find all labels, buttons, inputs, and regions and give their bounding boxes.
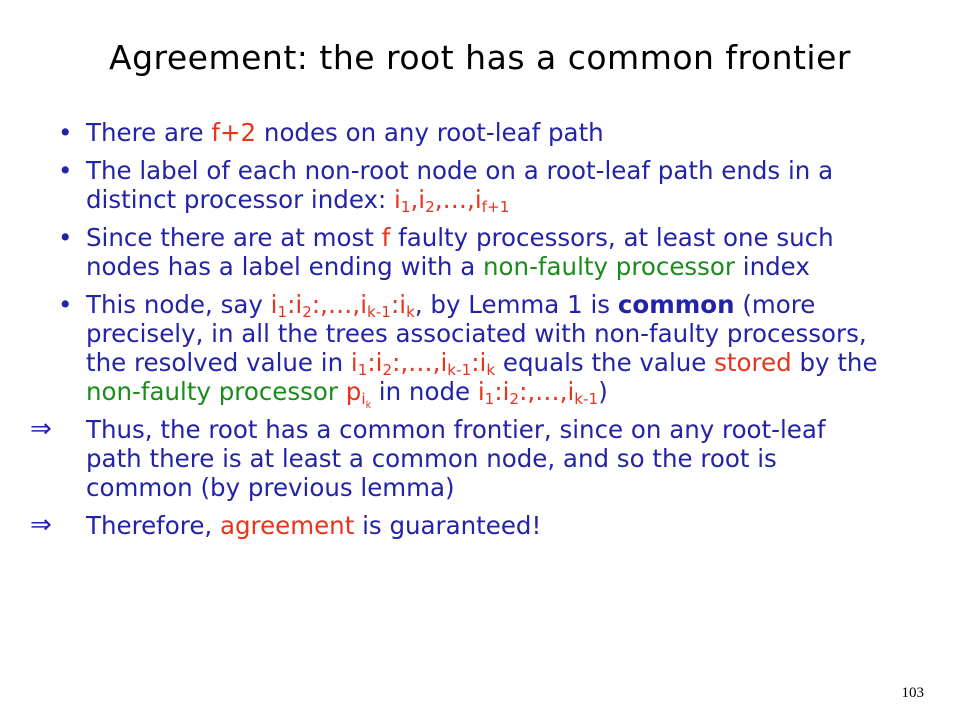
node-label: i1:i2:,…,ik-1 [477,377,599,408]
highlight-f-plus-2: f+2 [211,118,257,147]
text: This node, say [86,290,271,319]
text: ) [598,377,608,406]
text: Thus, the root has a common frontier, si… [86,415,826,502]
text: , by Lemma 1 is [414,290,618,319]
bullet-dot-icon: • [58,290,73,319]
arrow-item-common-frontier: ⇒ Thus, the root has a common frontier, … [28,414,888,503]
text: There are [86,118,212,147]
bullet-dot-icon: • [58,118,73,147]
bullet-item-distinct-index: • The label of each non-root node on a r… [58,156,888,216]
text: Therefore, [86,511,220,540]
bullet-item-non-faulty: • Since there are at most f faulty proce… [58,223,888,281]
text: by the [791,348,878,377]
highlight-non-faulty-processor: non-faulty processor [483,252,735,281]
highlight-common: common [617,290,735,319]
text: The label of each non-root node on a roo… [86,156,834,214]
node-label: i1:i2:,…,ik-1:ik [350,348,496,379]
arrow-item-agreement: ⇒ Therefore, agreement is guaranteed! [28,510,888,541]
slide-title: Agreement: the root has a common frontie… [109,38,851,77]
text: faulty processors, at least one such nod… [86,223,834,281]
text: Since there are at most [86,223,382,252]
text: (more precisely, in all the trees associ… [86,290,867,377]
node-label: i1:i2:,…,ik-1:ik [270,290,415,321]
bullet-item-f-plus-2: • There are f+2 nodes on any root-leaf p… [58,118,888,147]
text: nodes on any root-leaf path [256,118,604,147]
text: in node [371,377,478,406]
implies-arrow-icon: ⇒ [30,414,52,444]
highlight-stored: stored [714,348,792,377]
bullet-dot-icon: • [58,156,73,185]
highlight-f: f [381,223,391,252]
page-number: 103 [901,685,925,701]
processor-p-ik: pik [345,377,372,411]
highlight-non-faulty-processor: non-faulty processor [86,377,338,406]
implies-arrow-icon: ⇒ [30,510,52,540]
bullet-list: • There are f+2 nodes on any root-leaf p… [30,118,888,549]
text: index [735,252,810,281]
bullet-dot-icon: • [58,223,73,252]
text: equals the value [495,348,715,377]
highlight-agreement: agreement [219,511,355,540]
index-sequence: i1,i2,…,if+1 [394,185,510,216]
bullet-item-lemma-1: • This node, say i1:i2:,…,ik-1:ik, by Le… [58,290,888,411]
text: is guaranteed! [354,511,542,540]
text [338,377,346,406]
